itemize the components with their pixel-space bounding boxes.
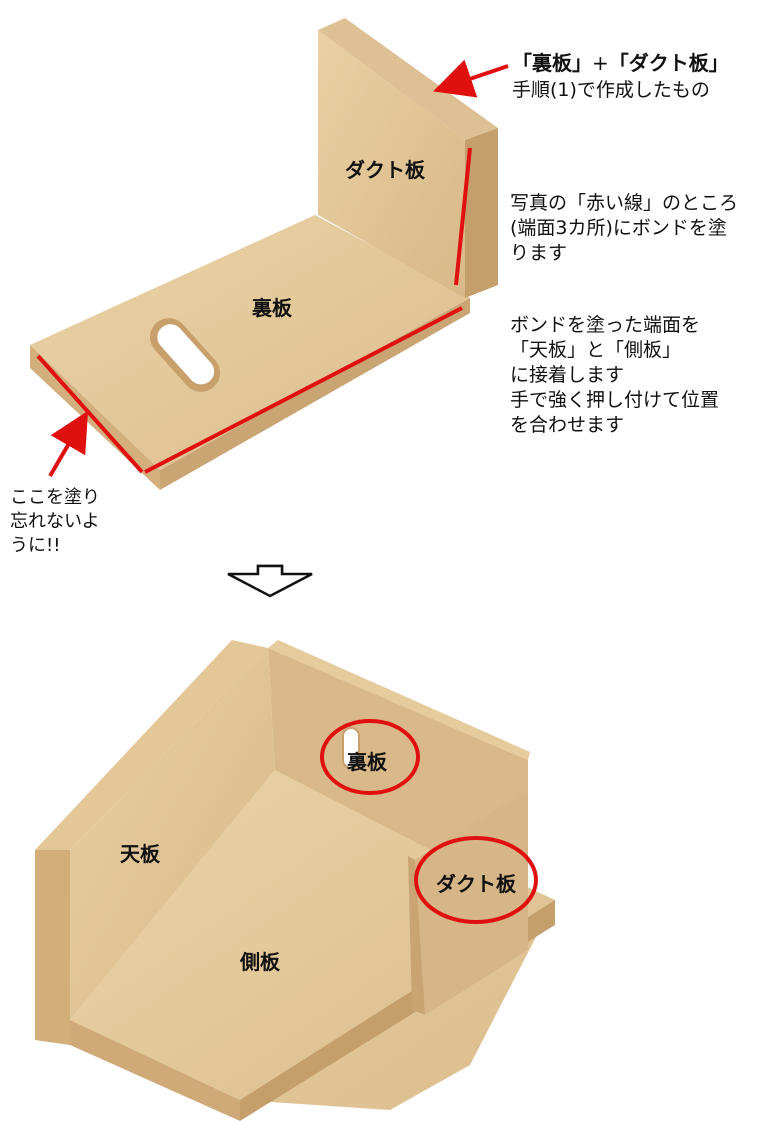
- highlight-circle-duct: [414, 836, 538, 924]
- instruction-line: ボンドを塗った端面を: [510, 314, 701, 336]
- label-duct-board-bottom: ダクト板: [436, 872, 516, 896]
- instruction-line: (端面3カ所)にボンドを塗: [510, 217, 727, 239]
- glue-line-duct-edge: [454, 147, 472, 286]
- label-duct-board-top: ダクト板: [345, 158, 425, 182]
- instructions-attach: ボンドを塗った端面を 「天板」と「側板」 に接着します 手で強く押し付けて位置 …: [510, 313, 719, 438]
- top-callout: 「裏板」+「ダクト板」: [512, 50, 729, 76]
- warning-line: ここを塗り: [10, 487, 100, 508]
- side-board-front-edge: [70, 1020, 240, 1121]
- label-top-board: 天板: [120, 842, 160, 866]
- duct-board-right-edge: [465, 128, 498, 298]
- instructions-glue: 写真の「赤い線」のところ (端面3カ所)にボンドを塗 ります: [510, 191, 738, 266]
- top-board-face: [70, 648, 275, 1020]
- instruction-line: 「天板」と「側板」: [510, 339, 682, 361]
- bottom-assembly: [35, 640, 555, 1121]
- warning-arrow-icon: [48, 410, 89, 478]
- back-board-top-face: [30, 215, 470, 470]
- label-back-board-bottom: 裏板: [347, 750, 387, 774]
- instruction-line: 写真の「赤い線」のところ: [510, 192, 739, 214]
- instruction-line: ります: [510, 242, 568, 264]
- instruction-line: に接着します: [510, 364, 625, 386]
- glue-line-base-left: [36, 354, 144, 474]
- callout-plus: +: [592, 51, 609, 75]
- instruction-line: を合わせます: [510, 414, 625, 436]
- warning-line: うに!!: [10, 535, 61, 556]
- top-board-front-edge: [35, 640, 268, 850]
- top-assembly: [30, 18, 509, 490]
- callout-back-board: 「裏板」: [512, 51, 592, 75]
- glue-line-base-front: [144, 306, 463, 474]
- label-side-board: 側板: [240, 950, 280, 974]
- hollow-down-arrow-icon: [227, 564, 313, 598]
- label-back-board-top: 裏板: [252, 296, 292, 320]
- instruction-line: 手で強く押し付けて位置: [510, 389, 720, 411]
- warning-line: 忘れないよ: [10, 511, 100, 532]
- top-callout-sub: 手順(1)で作成したもの: [512, 79, 710, 101]
- top-callout-arrow-icon: [433, 59, 509, 98]
- callout-duct-board: 「ダクト板」: [608, 51, 729, 75]
- duct-board-front-face: [318, 30, 465, 298]
- warning-note: ここを塗り 忘れないよ うに!!: [10, 486, 100, 558]
- duct-board-top-edge: [318, 18, 498, 140]
- slot-hole-bottom: [342, 727, 360, 769]
- highlight-circle-back: [320, 719, 420, 795]
